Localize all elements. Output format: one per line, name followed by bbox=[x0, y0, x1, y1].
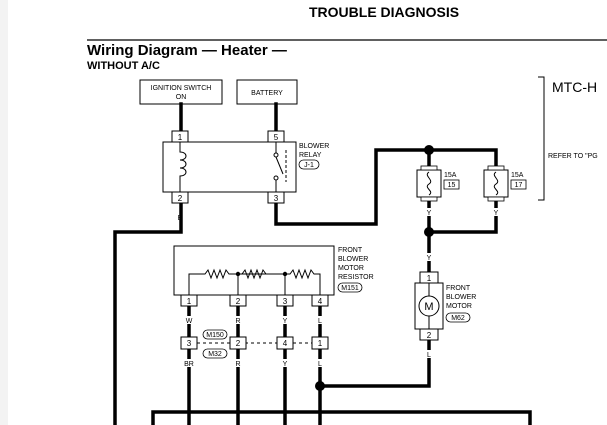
battery-label: BATTERY bbox=[251, 90, 283, 97]
relay-pin-3: 3 bbox=[274, 194, 279, 203]
connector-pin-3: 3 bbox=[187, 339, 192, 348]
front-blower-motor-resistor: 1 2 3 4 FRONT BLOWER MOTOR RESISTOR M151 bbox=[173, 245, 374, 307]
motor-label-line1: FRONT bbox=[446, 285, 471, 292]
connector-lower-label: M32 bbox=[208, 351, 222, 358]
wire-label-low1: BR bbox=[184, 361, 194, 368]
relay-pin-1: 1 bbox=[178, 133, 183, 142]
wire-label-motor-in: Y bbox=[427, 255, 432, 262]
resistor-element-2 bbox=[241, 268, 267, 280]
relay-coil-icon bbox=[179, 142, 187, 192]
blower-relay: 1 5 2 3 BLOWER RELAY J-1 bbox=[162, 130, 329, 204]
resistor-element-3 bbox=[285, 268, 321, 295]
diagram-subtitle: WITHOUT A/C bbox=[87, 60, 160, 72]
wire-label-low4: L bbox=[318, 361, 322, 368]
connector-upper-label: M150 bbox=[206, 332, 224, 339]
motor-connector-label: M62 bbox=[451, 315, 465, 322]
relay-label-line2: RELAY bbox=[299, 152, 322, 159]
lower-wire-labels: BR R Y L bbox=[182, 359, 325, 368]
left-margin-bar bbox=[0, 0, 8, 425]
wire-label-relay-out: B bbox=[178, 215, 183, 222]
junction-dot-mid bbox=[424, 227, 434, 237]
fuse-15-amp: 15A bbox=[444, 172, 457, 179]
fuse-15-icon bbox=[426, 171, 432, 196]
fuse-15: 15A 15 bbox=[416, 165, 460, 202]
wire-bottom-bus bbox=[151, 410, 532, 425]
wire-label-motor-out: L bbox=[427, 352, 431, 359]
resistor-pin-2: 2 bbox=[236, 297, 241, 306]
junction-dot-bottom bbox=[315, 381, 325, 391]
side-label: MTC-H bbox=[552, 79, 597, 95]
wire-label-low2: R bbox=[235, 361, 240, 368]
wire-relay-b bbox=[113, 200, 183, 425]
fuse-17-amp: 15A bbox=[511, 172, 524, 179]
relay-label-line1: BLOWER bbox=[299, 143, 329, 150]
wire-label-res4: L bbox=[318, 318, 322, 325]
connector-pin-2: 2 bbox=[236, 339, 241, 348]
relay-pin-2: 2 bbox=[178, 194, 183, 203]
resistor-pin-1: 1 bbox=[187, 297, 192, 306]
fuse-17: 15A 17 bbox=[483, 165, 527, 202]
wire-label-res2: R bbox=[235, 318, 240, 325]
wire-label-res1: W bbox=[186, 318, 193, 325]
resistor-label-line2: BLOWER bbox=[338, 256, 368, 263]
wire-label-res3: Y bbox=[283, 318, 288, 325]
front-blower-motor: 1 M 2 FRONT BLOWER MOTOR M62 bbox=[414, 271, 476, 341]
resistor-connector-label: M151 bbox=[341, 285, 359, 292]
ignition-switch-box: IGNITION SWITCH ON bbox=[139, 79, 223, 105]
ignition-label-line1: IGNITION SWITCH bbox=[151, 85, 212, 92]
resistor-pin-4: 4 bbox=[318, 297, 323, 306]
wire-label-fuse2: Y bbox=[494, 210, 499, 217]
resistor-label-line4: RESISTOR bbox=[338, 274, 374, 281]
relay-pin-5: 5 bbox=[274, 133, 279, 142]
resistor-element-1 bbox=[188, 268, 285, 295]
motor-label-line2: BLOWER bbox=[446, 294, 476, 301]
motor-label-line3: MOTOR bbox=[446, 303, 472, 310]
resistor-label-line1: FRONT bbox=[338, 247, 363, 254]
connector-pin-4: 4 bbox=[283, 339, 288, 348]
wire-label-fuse1: Y bbox=[427, 210, 432, 217]
junction-dot-top bbox=[424, 145, 434, 155]
fuse-15-num: 15 bbox=[448, 182, 456, 189]
diagram-title: Wiring Diagram — Heater — bbox=[87, 42, 287, 59]
motor-pin-1: 1 bbox=[427, 274, 432, 283]
refer-label: REFER TO "PG bbox=[548, 153, 598, 160]
junction-dots bbox=[315, 145, 434, 391]
fuse-17-icon bbox=[493, 171, 499, 196]
fuse-17-num: 17 bbox=[515, 182, 523, 189]
resistor-label-line3: MOTOR bbox=[338, 265, 364, 272]
resistor-pin-3: 3 bbox=[283, 297, 288, 306]
wire-motor-out bbox=[318, 338, 431, 388]
battery-box: BATTERY bbox=[236, 79, 298, 105]
relay-connector-badge bbox=[298, 159, 320, 170]
wire-label-low3: Y bbox=[283, 361, 288, 368]
wire-fuse17-join bbox=[427, 193, 498, 234]
section-header: TROUBLE DIAGNOSIS bbox=[309, 4, 460, 20]
ignition-label-line2: ON bbox=[176, 94, 187, 101]
relay-switch-icon bbox=[273, 142, 287, 192]
relay-connector-label: J-1 bbox=[304, 162, 314, 169]
resistor-wire-labels: W R Y L bbox=[184, 316, 325, 325]
right-bracket bbox=[538, 76, 545, 201]
motor-symbol: M bbox=[424, 301, 433, 313]
motor-pin-2: 2 bbox=[427, 331, 432, 340]
connector-pin-1: 1 bbox=[318, 339, 323, 348]
connector-m150-m32: 3 2 4 1 M150 M32 bbox=[180, 329, 329, 359]
wire-relay-fuses bbox=[274, 148, 498, 226]
